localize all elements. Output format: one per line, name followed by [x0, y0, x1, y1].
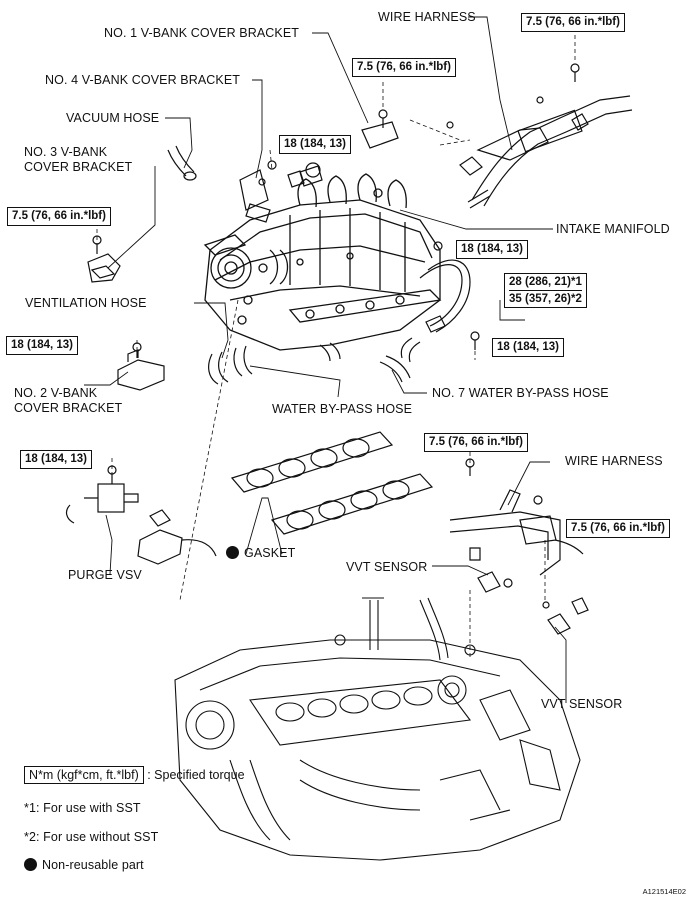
legend-nonreusable: Non-reusable part [24, 858, 144, 872]
gasket-label: GASKET [226, 546, 295, 560]
torque-box-18-right: 18 (184, 13) [456, 240, 529, 259]
vacuum-hose-label: VACUUM HOSE [66, 111, 160, 125]
torque-box-18-upper: 18 (184, 13) [279, 135, 352, 154]
torque-box-18-purge: 18 (184, 13) [20, 450, 93, 469]
no4-bracket-label: NO. 4 V-BANK COVER BRACKET [45, 73, 241, 87]
vacuum-hose-parts [87, 145, 197, 283]
no2-bracket-label-line1: NO. 2 V-BANK [14, 386, 98, 400]
water-bypass-hose-label: WATER BY-PASS HOSE [272, 402, 413, 416]
intake-manifold-label: INTAKE MANIFOLD [556, 222, 670, 236]
no1-bracket-label: NO. 1 V-BANK COVER BRACKET [104, 26, 300, 40]
ventilation-hose-label: VENTILATION HOSE [25, 296, 147, 310]
legend-nonreusable-text: Non-reusable part [42, 858, 144, 872]
no7-water-bypass-hose-label: NO. 7 WATER BY-PASS HOSE [432, 386, 609, 400]
torque-box-28-35: 28 (286, 21)*1 35 (357, 26)*2 [504, 273, 587, 308]
legend-note-1: *1: For use with SST [24, 801, 141, 815]
non-reusable-dot-icon [24, 858, 37, 871]
legend-torque-box: N*m (kgf*cm, ft.*lbf) [24, 766, 144, 784]
water-bypass-hoses [208, 241, 480, 385]
legend-note-2: *2: For use without SST [24, 830, 159, 844]
vvt-sensor-1-label: VVT SENSOR [346, 560, 428, 574]
purge-vsv [65, 465, 217, 565]
torque-box-vvt-75: 7.5 (76, 66 in.*lbf) [566, 519, 670, 538]
no2-bracket-label-line2: COVER BRACKET [14, 401, 123, 415]
legend-torque: N*m (kgf*cm, ft.*lbf) : Specified torque [24, 766, 245, 784]
torque-box-top-right: 7.5 (76, 66 in.*lbf) [521, 13, 625, 32]
torque-box-left-75: 7.5 (76, 66 in.*lbf) [7, 207, 111, 226]
gaskets [230, 431, 434, 535]
no3-bracket-label-line2: COVER BRACKET [24, 160, 133, 174]
wire-harness-mid [449, 458, 589, 635]
leader-lines [84, 16, 567, 703]
torque-28: 28 (286, 21)*1 [509, 276, 582, 288]
gasket-text: GASKET [244, 546, 296, 560]
torque-box-mid-75: 7.5 (76, 66 in.*lbf) [424, 433, 528, 452]
purge-vsv-label: PURGE VSV [68, 568, 142, 582]
intake-manifold [203, 173, 442, 351]
no3-bracket-label-line1: NO. 3 V-BANK [24, 145, 108, 159]
wire-harness-mid-label: WIRE HARNESS [565, 454, 663, 468]
torque-box-no1: 7.5 (76, 66 in.*lbf) [352, 58, 456, 77]
torque-box-18-right-low: 18 (184, 13) [492, 338, 565, 357]
figure-code: A121514E02 [642, 887, 686, 896]
vvt-sensor-2-label: VVT SENSOR [541, 697, 623, 711]
wire-harness-top-label: WIRE HARNESS [378, 10, 476, 24]
no2-bracket [117, 342, 165, 391]
non-reusable-dot-icon [226, 546, 239, 559]
torque-box-18-left: 18 (184, 13) [6, 336, 79, 355]
torque-35: 35 (357, 26)*2 [509, 290, 582, 307]
engine-block [174, 597, 581, 861]
wire-harness-top [446, 63, 633, 209]
legend-torque-desc: : Specified torque [147, 768, 245, 782]
